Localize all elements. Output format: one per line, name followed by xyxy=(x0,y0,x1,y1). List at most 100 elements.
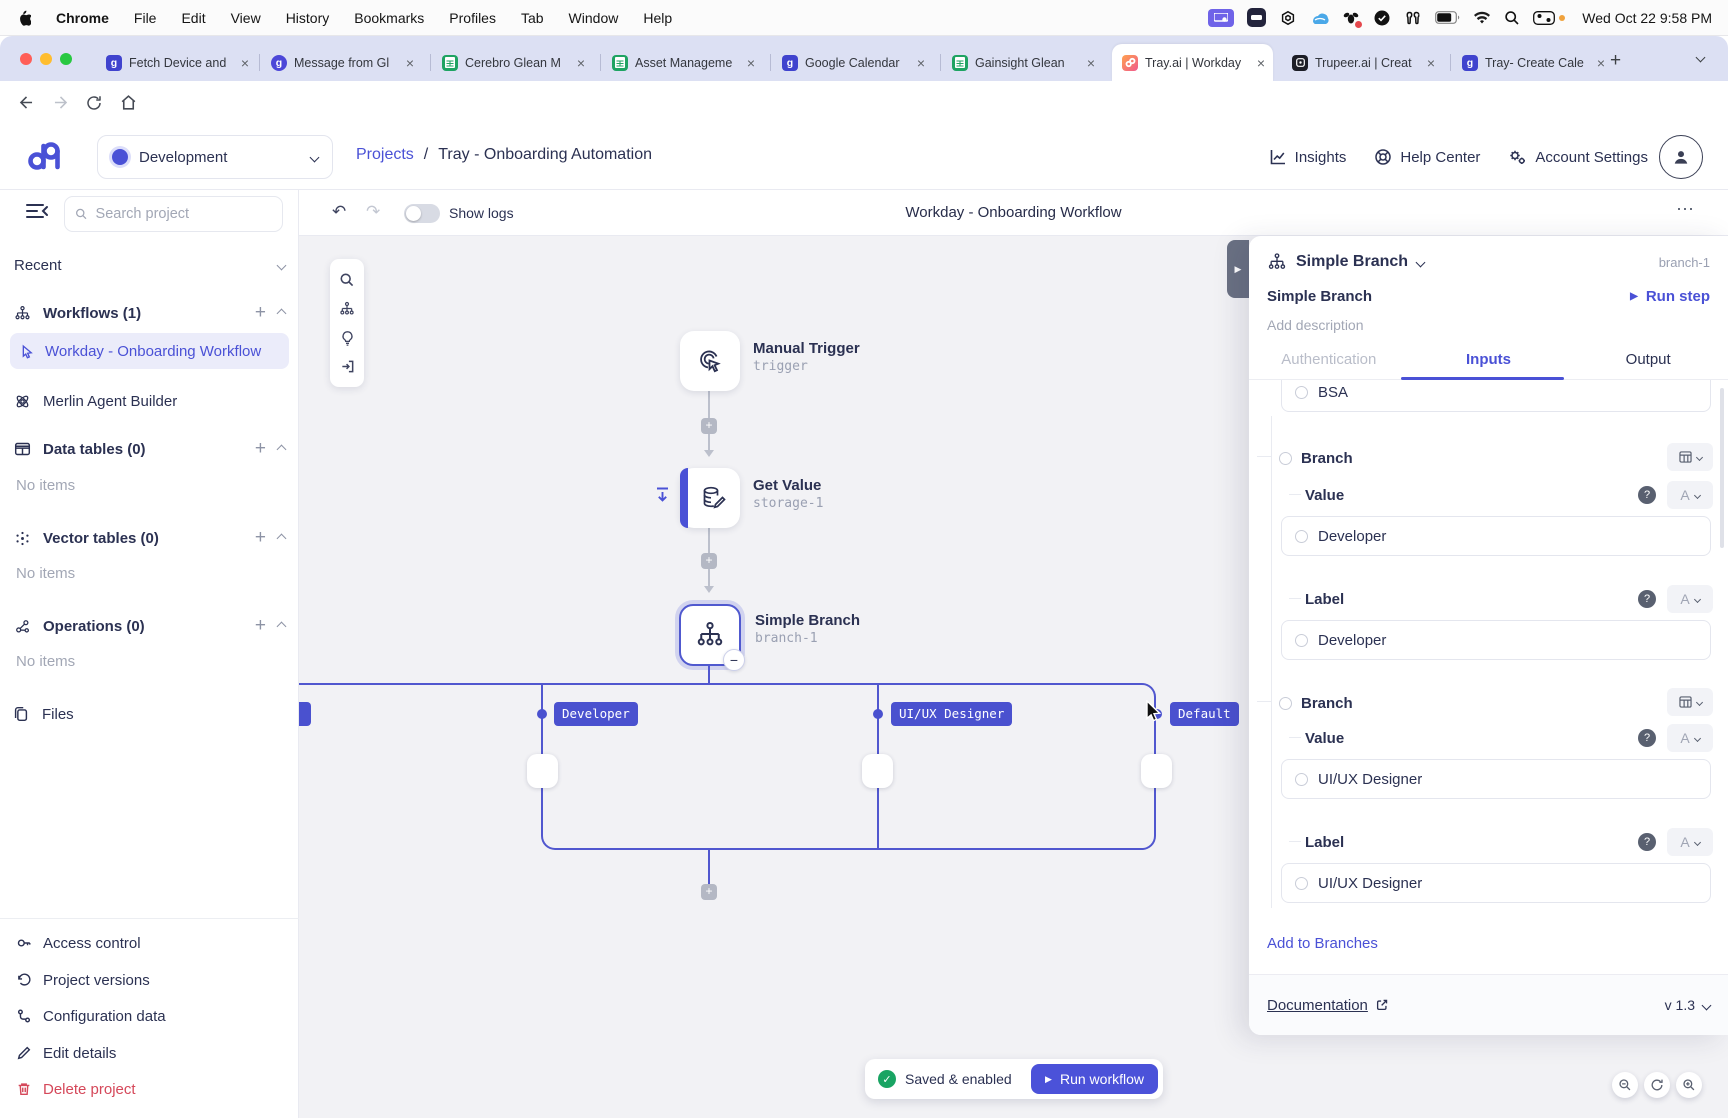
collapse-sidebar-icon[interactable] xyxy=(24,199,50,223)
add-to-branches-link[interactable]: Add to Branches xyxy=(1267,935,1378,952)
field-type-dropdown[interactable]: A xyxy=(1667,724,1713,752)
redo-icon[interactable]: ↷ xyxy=(366,202,381,221)
documentation-link[interactable]: Documentation xyxy=(1267,997,1389,1014)
screen-mirroring-icon[interactable] xyxy=(1208,8,1235,27)
edit-details-link[interactable]: Edit details xyxy=(16,1040,283,1066)
sidebar-item-workflow-selected[interactable]: Workday - Onboarding Workflow xyxy=(10,333,289,369)
branch-step-placeholder[interactable] xyxy=(527,754,558,788)
menubar-item-view[interactable]: View xyxy=(230,9,261,26)
browser-tab[interactable]: Gainsight Glean× xyxy=(942,44,1103,81)
help-icon[interactable]: ? xyxy=(1638,590,1656,608)
version-selector[interactable]: v 1.3 xyxy=(1665,997,1712,1013)
tab-search-icon[interactable] xyxy=(1695,52,1706,63)
tab-inputs[interactable]: Inputs xyxy=(1466,351,1511,368)
menubar-item-edit[interactable]: Edit xyxy=(181,9,206,26)
node-get-value[interactable] xyxy=(680,468,740,528)
branch-label[interactable]: UI/UX Designer xyxy=(891,702,1013,726)
undo-icon[interactable]: ↶ xyxy=(332,202,347,221)
branch-value-input[interactable]: UI/UX Designer xyxy=(1281,759,1711,799)
show-logs-toggle[interactable] xyxy=(404,204,440,223)
spotlight-icon[interactable] xyxy=(1504,10,1520,26)
field-type-dropdown[interactable]: A xyxy=(1667,481,1713,509)
insert-step-plus[interactable]: + xyxy=(701,553,717,569)
vector-tables-section[interactable]: Vector tables (0) + xyxy=(14,525,287,551)
configuration-data-link[interactable]: Configuration data xyxy=(16,1003,283,1029)
add-data-table-button[interactable]: + xyxy=(254,438,266,459)
search-input[interactable] xyxy=(95,206,272,222)
branch-label-clipped[interactable] xyxy=(299,702,311,726)
files-section[interactable]: Files xyxy=(12,701,283,727)
tab-authentication[interactable]: Authentication xyxy=(1281,351,1377,368)
inputs-scroll-area[interactable]: BSA Branch Value ? A Developer Label ? A… xyxy=(1249,380,1728,974)
breadcrumb-projects-link[interactable]: Projects xyxy=(356,146,414,163)
back-icon[interactable] xyxy=(12,89,40,117)
field-type-dropdown[interactable]: A xyxy=(1667,828,1713,856)
help-icon[interactable]: ? xyxy=(1638,486,1656,504)
battery-icon[interactable] xyxy=(1435,11,1460,24)
branch-step-placeholder[interactable] xyxy=(862,754,893,788)
browser-tab-active[interactable]: Tray.ai | Workday× xyxy=(1112,44,1273,81)
insert-step-plus[interactable]: + xyxy=(701,884,717,900)
zoom-in-button[interactable] xyxy=(1676,1072,1702,1098)
collapse-section-icon[interactable] xyxy=(276,308,287,318)
insights-link[interactable]: Insights xyxy=(1269,148,1346,166)
branch-label-input[interactable]: UI/UX Designer xyxy=(1281,863,1711,903)
recent-section[interactable]: Recent xyxy=(14,252,287,278)
close-tab-icon[interactable]: × xyxy=(1426,54,1435,71)
airpods-icon[interactable] xyxy=(1404,10,1422,26)
branch-type-dropdown[interactable] xyxy=(1667,443,1713,471)
collapse-section-icon[interactable] xyxy=(276,533,287,543)
menubar-item-file[interactable]: File xyxy=(133,9,157,26)
node-manual-trigger[interactable] xyxy=(680,331,740,391)
collapse-branch-badge[interactable]: − xyxy=(723,649,745,671)
menubar-item-history[interactable]: History xyxy=(285,9,330,26)
close-tab-icon[interactable]: × xyxy=(576,54,585,71)
field-type-dropdown[interactable]: A xyxy=(1667,585,1713,613)
clipped-input[interactable]: BSA xyxy=(1281,380,1711,412)
chevron-down-icon[interactable] xyxy=(1415,257,1426,267)
branch-label[interactable]: Developer xyxy=(554,702,638,726)
zscaler-icon[interactable] xyxy=(1310,11,1329,25)
new-tab-button[interactable]: + xyxy=(1610,50,1622,71)
browser-tab[interactable]: Trupeer.ai | Creat× xyxy=(1282,44,1443,81)
suggestions-bulb-icon[interactable] xyxy=(340,330,355,346)
branch-label[interactable]: Default xyxy=(1170,702,1239,726)
tab-output[interactable]: Output xyxy=(1625,351,1671,368)
add-workflow-button[interactable]: + xyxy=(254,302,266,323)
sidebar-search[interactable] xyxy=(64,196,283,232)
sidebar-item-agent[interactable]: Merlin Agent Builder xyxy=(14,388,285,414)
project-versions-link[interactable]: Project versions xyxy=(16,967,283,993)
wifi-icon[interactable] xyxy=(1473,11,1491,25)
run-step-button[interactable]: ▶Run step xyxy=(1630,288,1710,305)
collapse-panel-handle[interactable]: ▶ xyxy=(1227,240,1249,298)
operations-section[interactable]: Operations (0) + xyxy=(14,613,287,639)
access-control-link[interactable]: Access control xyxy=(16,930,283,956)
collapse-section-icon[interactable] xyxy=(276,444,287,454)
control-center-icon[interactable] xyxy=(1533,10,1566,25)
add-vector-table-button[interactable]: + xyxy=(254,527,266,548)
browser-tab[interactable]: Asset Manageme× xyxy=(602,44,763,81)
reset-zoom-button[interactable] xyxy=(1644,1072,1670,1098)
close-tab-icon[interactable]: × xyxy=(1086,54,1095,71)
help-center-link[interactable]: Help Center xyxy=(1374,148,1480,166)
forward-icon[interactable] xyxy=(46,89,74,117)
account-settings-link[interactable]: Account Settings xyxy=(1508,148,1648,166)
panel-scrollbar[interactable] xyxy=(1720,388,1724,548)
branch-step-placeholder[interactable] xyxy=(1141,754,1172,788)
skip-to-step-icon[interactable] xyxy=(654,486,671,504)
close-tab-icon[interactable]: × xyxy=(916,54,925,71)
bee-icon[interactable] xyxy=(1342,9,1363,28)
workflow-title[interactable]: Workday - Onboarding Workflow xyxy=(905,204,1122,221)
data-tables-section[interactable]: Data tables (0) + xyxy=(14,436,287,462)
search-steps-icon[interactable] xyxy=(339,272,355,288)
home-icon[interactable] xyxy=(114,89,142,117)
close-tab-icon[interactable]: × xyxy=(1256,54,1265,71)
zoom-app-icon[interactable] xyxy=(1247,8,1267,27)
run-workflow-button[interactable]: ▶Run workflow xyxy=(1031,1064,1158,1094)
add-description-field[interactable]: Add description xyxy=(1267,317,1364,333)
menubar-item-bookmarks[interactable]: Bookmarks xyxy=(354,9,425,26)
